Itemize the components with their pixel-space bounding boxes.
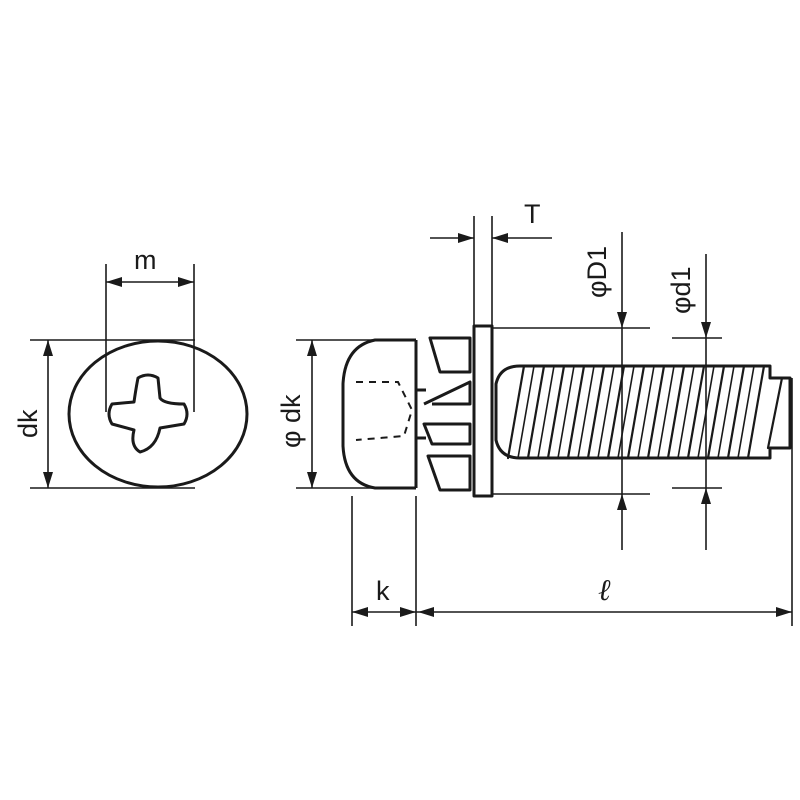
side-view [341,324,792,498]
spring-washer-lower [426,454,472,492]
phi-d1-arrow-bottom [701,488,711,504]
m-arrow-right [178,277,194,287]
dk-arrow-top [43,340,53,356]
label-phi-d1: φd1 [666,266,696,314]
thread-body [494,364,792,460]
phi-D1-arrow-top [617,312,627,328]
label-T: T [524,199,541,229]
label-k: k [376,576,390,606]
dim-l: ℓ [416,378,793,626]
dim-T: T [430,199,552,326]
k-arrow-right [400,607,416,617]
head-outline-front [67,339,249,489]
thread-crests [506,364,784,460]
l-arrow-left [418,607,434,617]
label-phi-dk: φ dk [276,394,306,448]
m-arrow-left [106,277,122,287]
phi-dk-arrow-top [307,340,317,356]
label-dk-front: dk [13,409,43,438]
spring-washer-upper-slot [423,380,472,406]
dim-k: k [351,496,417,626]
front-view: m dk [13,245,249,489]
spring-washer-lower-slot [422,422,472,446]
thread-roots [517,365,755,459]
k-arrow-left [352,607,368,617]
label-l: ℓ [598,574,611,607]
label-m: m [134,245,157,275]
label-phi-D1: φD1 [582,246,612,298]
t-arrow-right [492,233,508,243]
dim-phi-D1: φD1 [582,232,627,550]
dim-phi-dk: φ dk [276,339,416,489]
phi-D1-arrow-bottom [617,494,627,510]
hidden-recess [355,381,414,441]
flat-washer [472,324,494,498]
spring-washer-upper [428,336,472,374]
dim-phi-d1: φd1 [666,254,722,550]
phi-d1-arrow-top [701,322,711,338]
phillips-recess [107,373,189,454]
l-arrow-right [776,607,792,617]
t-arrow-left [458,233,474,243]
phi-dk-arrow-bottom [307,472,317,488]
head-dome [341,338,416,490]
dk-arrow-bottom [43,472,53,488]
